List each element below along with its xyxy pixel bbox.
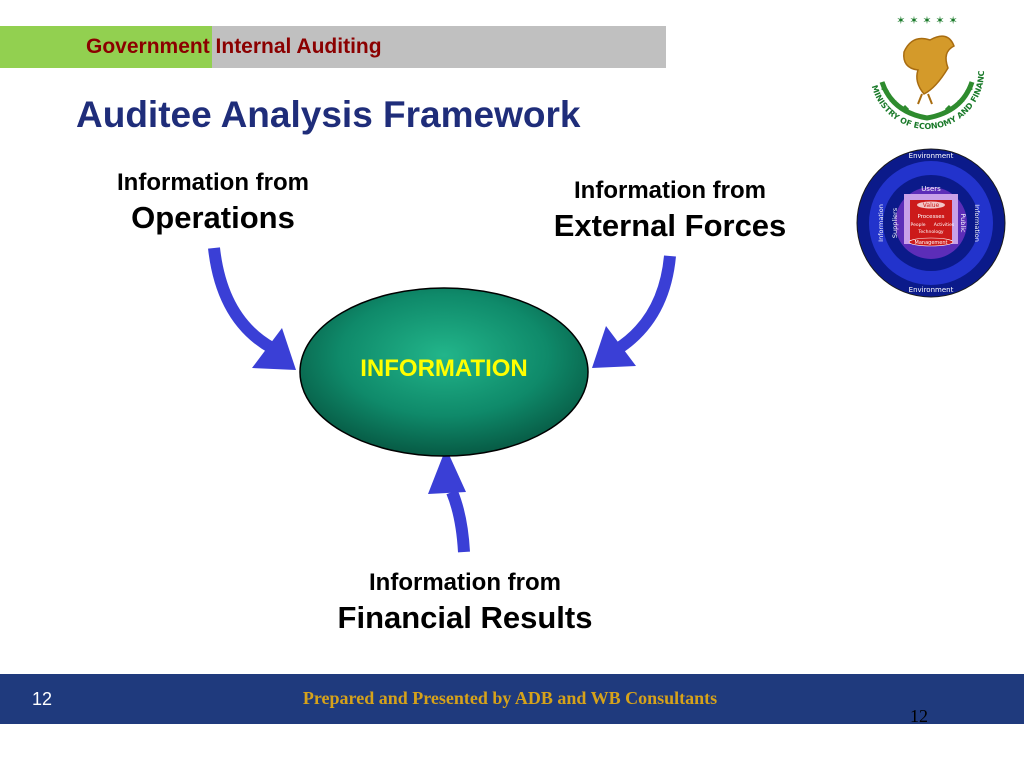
- ministry-seal-logo: MINISTRY OF ECONOMY AND FINANCE ✶ ✶ ✶ ✶ …: [852, 12, 986, 131]
- operations-line1: Information from: [117, 169, 309, 196]
- environment-ring-diagram: Environment Environment Users Value Proc…: [856, 148, 1006, 298]
- ring-users: Users: [921, 185, 941, 193]
- ring-suppliers: Suppliers: [891, 207, 899, 238]
- ring-processes: Processes: [917, 214, 944, 220]
- ring-people: People: [911, 222, 926, 228]
- ring-information-right: Information: [973, 204, 981, 242]
- arrow-from-external: [612, 255, 676, 356]
- arrowhead-operations: [252, 328, 296, 370]
- information-ellipse: [299, 287, 589, 457]
- slide-title: Auditee Analysis Framework: [76, 94, 581, 135]
- footer-credit: Prepared and Presented by ADB and WB Con…: [302, 688, 718, 708]
- information-label: INFORMATION: [360, 355, 528, 382]
- source-operations: Information from Operations: [88, 168, 338, 238]
- financial-line2: Financial Results: [337, 600, 593, 635]
- external-line1: Information from: [574, 177, 766, 204]
- header-accent: [0, 26, 212, 68]
- ring-activities: Activities: [934, 222, 955, 228]
- header-bar: Government Internal Auditing: [0, 26, 666, 68]
- arrow-from-operations: [208, 247, 276, 354]
- ring-public: Public: [959, 213, 967, 233]
- financial-line1: Information from: [369, 569, 561, 596]
- footer-bar: 12 Prepared and Presented by ADB and WB …: [0, 674, 1024, 724]
- ring-information-left: Information: [877, 204, 885, 242]
- footer-page-number: 12: [32, 689, 53, 709]
- ring-technology: Technology: [917, 229, 944, 235]
- seal-khmer-script-icon: ✶ ✶ ✶ ✶ ✶: [896, 14, 957, 27]
- slide-number: 12: [910, 706, 928, 726]
- operations-line2: Operations: [131, 200, 295, 235]
- source-financial-results: Information from Financial Results: [318, 568, 612, 638]
- ring-value: Value: [923, 202, 940, 209]
- external-line2: External Forces: [553, 208, 787, 243]
- arrow-from-financial: [446, 489, 470, 553]
- ring-environment-bottom: Environment: [909, 286, 954, 294]
- arrowhead-external: [592, 326, 636, 368]
- header-label: Government Internal Auditing: [86, 35, 382, 58]
- ring-environment-top: Environment: [909, 152, 954, 160]
- ring-management: Management: [915, 240, 948, 246]
- source-external-forces: Information from External Forces: [535, 176, 805, 246]
- arrowhead-financial: [428, 448, 466, 494]
